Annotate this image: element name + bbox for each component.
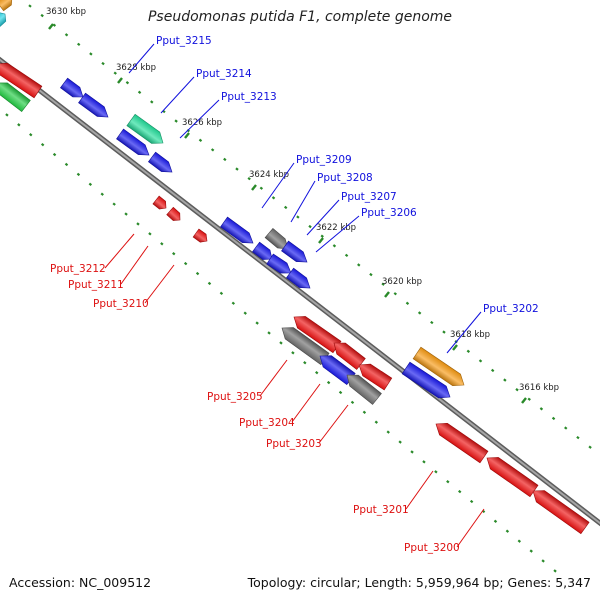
gene-feature-edge[interactable] <box>0 0 13 12</box>
gene-label-leader <box>128 43 155 74</box>
gene-feature[interactable] <box>126 113 164 144</box>
scale-tick-label: 3622 kbp <box>316 223 356 233</box>
gene-label-leader <box>291 383 321 423</box>
gene-label-leader <box>318 404 349 444</box>
gene-feature[interactable] <box>401 361 451 399</box>
scale-tick <box>48 23 54 30</box>
gene-label[interactable]: Pput_3212 <box>50 263 106 275</box>
gene-label-leader <box>290 180 316 223</box>
scale-track-lower <box>5 113 557 573</box>
gene-label[interactable]: Pput_3215 <box>156 35 212 47</box>
gene-label[interactable]: Pput_3207 <box>341 191 397 203</box>
gene-feature[interactable] <box>116 128 150 156</box>
scale-tick-label: 3620 kbp <box>382 277 422 287</box>
gene-feature[interactable] <box>220 216 254 244</box>
gene-label-leader <box>306 199 340 236</box>
gene-feature[interactable] <box>147 151 173 173</box>
gene-label[interactable]: Pput_3214 <box>196 68 252 80</box>
gene-feature[interactable] <box>333 342 366 370</box>
gene-label[interactable]: Pput_3201 <box>353 504 409 516</box>
scale-tick-label: 3616 kbp <box>519 383 559 393</box>
gene-feature[interactable] <box>152 195 167 210</box>
gene-label[interactable]: Pput_3205 <box>207 391 263 403</box>
scale-tick-label: 3618 kbp <box>450 330 490 340</box>
gene-label-leader <box>104 233 135 269</box>
scale-tick <box>117 77 123 84</box>
scale-tick-label: 3630 kbp <box>46 7 86 17</box>
gene-label[interactable]: Pput_3202 <box>483 303 539 315</box>
gene-label-leader <box>144 264 175 304</box>
gene-label[interactable]: Pput_3203 <box>266 438 322 450</box>
gene-label-leader <box>120 245 149 285</box>
scale-tick <box>452 344 458 351</box>
gene-label-leader <box>456 508 485 548</box>
gene-label[interactable]: Pput_3204 <box>239 417 295 429</box>
gene-feature[interactable] <box>264 227 289 250</box>
gene-feature[interactable] <box>358 363 393 391</box>
gene-feature[interactable] <box>412 346 465 387</box>
map-title: Pseudomonas putida F1, complete genome <box>147 9 453 25</box>
scale-tick-label: 3624 kbp <box>249 170 289 180</box>
gene-label-leader <box>261 162 295 209</box>
gene-feature[interactable] <box>266 253 292 274</box>
gene-label-leader <box>315 215 360 253</box>
gene-feature[interactable] <box>281 240 308 263</box>
scale-tick-label: 3626 kbp <box>182 118 222 128</box>
gene-feature[interactable] <box>0 82 31 113</box>
gene-label[interactable]: Pput_3211 <box>68 279 124 291</box>
gene-feature[interactable] <box>319 355 356 386</box>
gene-label-leader <box>259 359 288 397</box>
gene-feature[interactable] <box>166 206 181 221</box>
gene-feature[interactable] <box>532 490 590 535</box>
gene-label[interactable]: Pput_3200 <box>404 542 460 554</box>
scale-tick-label: 3628 kbp <box>116 63 156 73</box>
gene-feature-edge[interactable] <box>0 12 7 27</box>
gene-feature[interactable] <box>59 77 84 98</box>
gene-label[interactable]: Pput_3213 <box>221 91 277 103</box>
gene-feature[interactable] <box>486 457 539 498</box>
gene-feature[interactable] <box>293 316 342 354</box>
gene-feature[interactable] <box>251 241 273 260</box>
gene-label[interactable]: Pput_3210 <box>93 298 149 310</box>
gene-label-leader <box>446 311 482 354</box>
gene-label[interactable]: Pput_3209 <box>296 154 352 166</box>
gene-feature[interactable] <box>0 62 43 99</box>
gene-feature[interactable] <box>192 228 208 243</box>
gene-feature[interactable] <box>78 92 109 118</box>
gene-feature[interactable] <box>435 422 489 464</box>
scale-tick <box>184 132 190 139</box>
gene-label-leader <box>405 470 434 510</box>
scale-tick <box>521 397 527 404</box>
gene-label[interactable]: Pput_3208 <box>317 172 373 184</box>
gene-feature[interactable] <box>285 267 311 289</box>
genome-backbone-highlight <box>0 58 600 525</box>
scale-tick <box>384 291 390 298</box>
gene-label-leader <box>160 76 195 114</box>
scale-tick <box>251 184 257 191</box>
gene-label-leader <box>179 99 220 139</box>
gene-feature[interactable] <box>346 374 382 405</box>
scale-track-upper <box>28 4 592 449</box>
accession-text: Accession: NC_009512 <box>9 575 152 590</box>
genome-summary-text: Topology: circular; Length: 5,959,964 bp… <box>247 575 591 590</box>
gene-label[interactable]: Pput_3206 <box>361 207 417 219</box>
scale-tick <box>318 237 324 244</box>
